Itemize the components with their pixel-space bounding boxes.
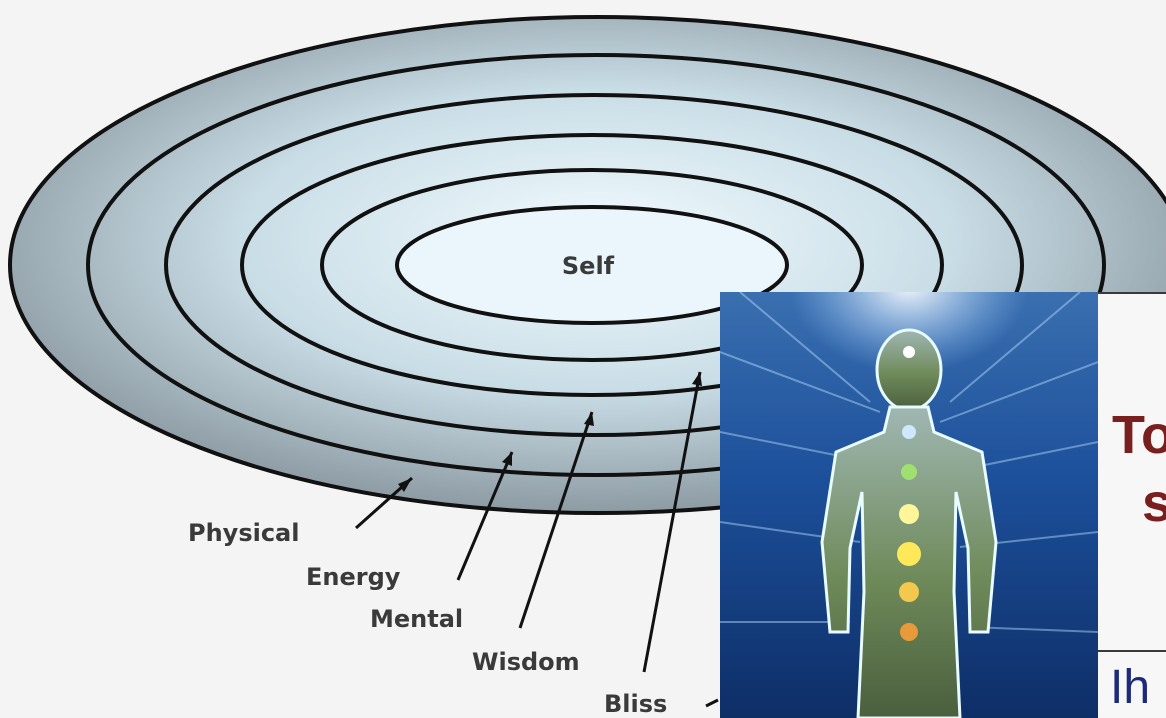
physical-label: Physical	[188, 519, 299, 547]
glowing-human-figure-icon	[720, 292, 1098, 718]
panel-subtext: Ih	[1110, 660, 1150, 715]
bliss-label: Bliss	[604, 690, 667, 718]
self-label: Self	[562, 252, 615, 280]
mental-label: Mental	[370, 605, 463, 633]
energy-label: Energy	[306, 563, 401, 591]
slide-side-panel: To s Ih	[1098, 292, 1166, 718]
panel-title-line-1: To	[1112, 404, 1166, 466]
pointer-bliss	[706, 700, 718, 706]
panel-title-line-2: s	[1142, 472, 1166, 534]
energy-body-photo	[720, 292, 1098, 718]
panel-mid-divider	[1098, 650, 1166, 652]
wisdom-label: Wisdom	[472, 648, 580, 676]
panel-top-divider	[1098, 292, 1166, 294]
